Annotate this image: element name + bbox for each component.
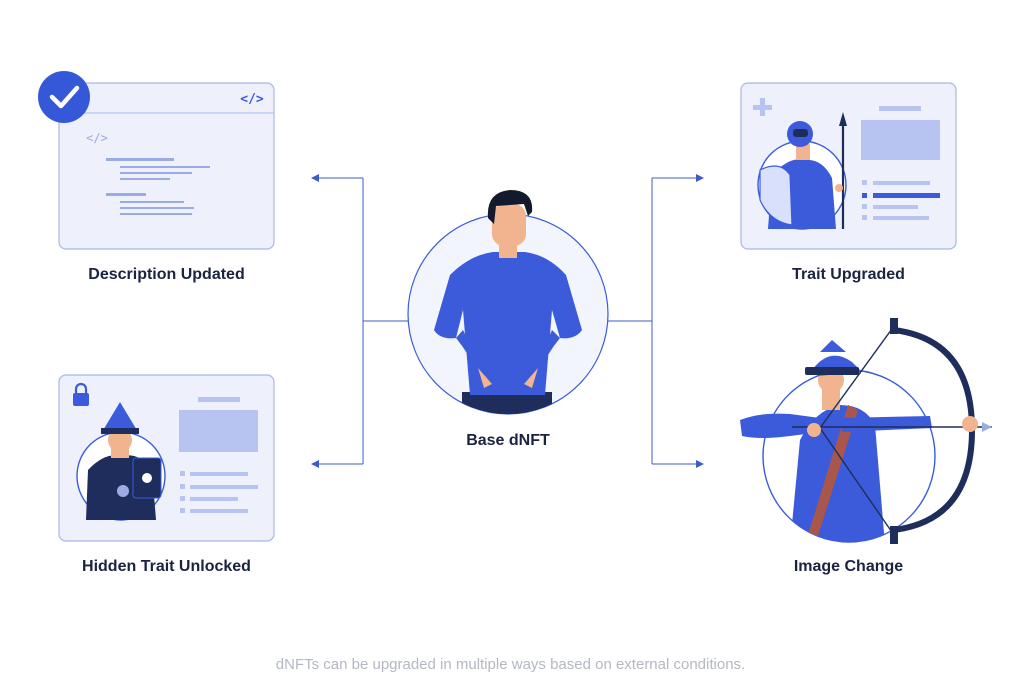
archer-avatar xyxy=(740,318,992,544)
connector-right xyxy=(608,178,653,464)
connector-left xyxy=(362,178,408,464)
image-placeholder xyxy=(861,120,940,160)
image-placeholder xyxy=(179,410,258,452)
plus-icon xyxy=(753,98,772,116)
trait-upgrade-card xyxy=(740,82,957,250)
description-card: </> </> xyxy=(38,71,275,250)
caption-text: dNFTs can be upgraded in multiple ways b… xyxy=(275,656,746,673)
base-dnft-label: Base dNFT xyxy=(466,432,550,449)
hidden-trait-card xyxy=(58,374,275,542)
trait-upgraded-label: Trait Upgraded xyxy=(792,266,905,283)
description-updated-label: Description Updated xyxy=(88,266,245,283)
check-icon xyxy=(38,71,90,123)
warrior-avatar xyxy=(757,112,847,230)
hidden-trait-unlocked-label: Hidden Trait Unlocked xyxy=(82,558,251,575)
base-dnft-avatar xyxy=(407,190,609,415)
wizard-avatar xyxy=(76,402,166,521)
image-change-label: Image Change xyxy=(793,558,904,575)
code-glyph-header: </> xyxy=(240,92,264,107)
trait-lines xyxy=(180,471,258,513)
trait-lines xyxy=(862,180,940,220)
code-glyph-body: </> xyxy=(86,131,108,145)
lock-icon xyxy=(73,382,89,406)
connectors xyxy=(311,174,704,468)
description-text-lines xyxy=(106,158,210,215)
